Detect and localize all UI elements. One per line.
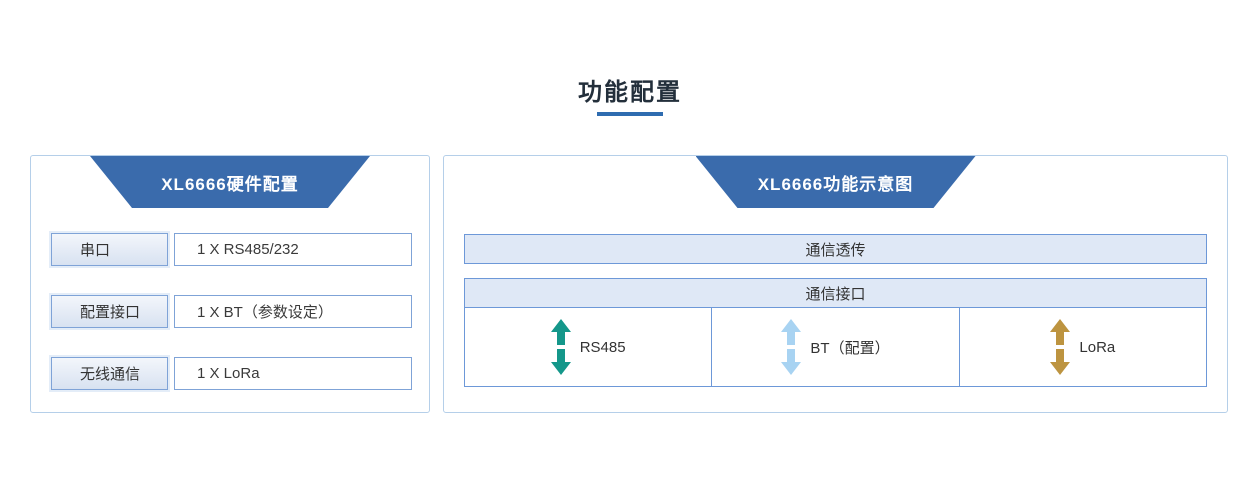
communication-interface-table: 通信接口 RS485 bbox=[464, 278, 1207, 387]
function-panel-header: XL6666功能示意图 bbox=[695, 156, 976, 208]
double-arrow-vertical-icon bbox=[1050, 319, 1071, 375]
row-value-serial-port: 1 X RS485/232 bbox=[174, 233, 412, 266]
title-underline bbox=[597, 112, 663, 116]
table-row: 串口 1 X RS485/232 bbox=[51, 233, 412, 266]
table-row: 配置接口 1 X BT（参数设定） bbox=[51, 295, 412, 328]
row-value-config-interface: 1 X BT（参数设定） bbox=[174, 295, 412, 328]
communication-interface-cells: RS485 BT（配置） bbox=[465, 308, 1206, 386]
row-label-serial-port: 串口 bbox=[51, 233, 168, 266]
hardware-panel-title: XL6666硬件配置 bbox=[161, 174, 299, 194]
interface-cell-bt: BT（配置） bbox=[711, 308, 958, 386]
communication-interface-header: 通信接口 bbox=[465, 279, 1206, 308]
hardware-config-panel: XL6666硬件配置 串口 1 X RS485/232 配置接口 1 X BT（… bbox=[30, 155, 430, 413]
hardware-rows: 串口 1 X RS485/232 配置接口 1 X BT（参数设定） 无线通信 … bbox=[31, 208, 429, 390]
transparent-transmission-bar: 通信透传 bbox=[464, 234, 1207, 264]
table-row: 无线通信 1 X LoRa bbox=[51, 357, 412, 390]
double-arrow-vertical-icon bbox=[781, 319, 802, 375]
hardware-panel-header: XL6666硬件配置 bbox=[90, 156, 370, 208]
function-panel-body: 通信透传 通信接口 RS485 bbox=[444, 208, 1227, 387]
function-panel-title: XL6666功能示意图 bbox=[757, 174, 914, 194]
interface-cell-rs485: RS485 bbox=[465, 308, 711, 386]
row-label-wireless-comm: 无线通信 bbox=[51, 357, 168, 390]
row-value-wireless-comm: 1 X LoRa bbox=[174, 357, 412, 390]
row-label-config-interface: 配置接口 bbox=[51, 295, 168, 328]
interface-label-bt: BT（配置） bbox=[810, 339, 890, 357]
interface-label-rs485: RS485 bbox=[579, 338, 626, 356]
function-diagram-panel: XL6666功能示意图 通信透传 通信接口 RS485 bbox=[443, 155, 1228, 413]
page-title: 功能配置 bbox=[578, 79, 682, 106]
double-arrow-vertical-icon bbox=[550, 319, 571, 375]
interface-cell-lora: LoRa bbox=[958, 308, 1206, 386]
interface-label-lora: LoRa bbox=[1079, 338, 1116, 356]
